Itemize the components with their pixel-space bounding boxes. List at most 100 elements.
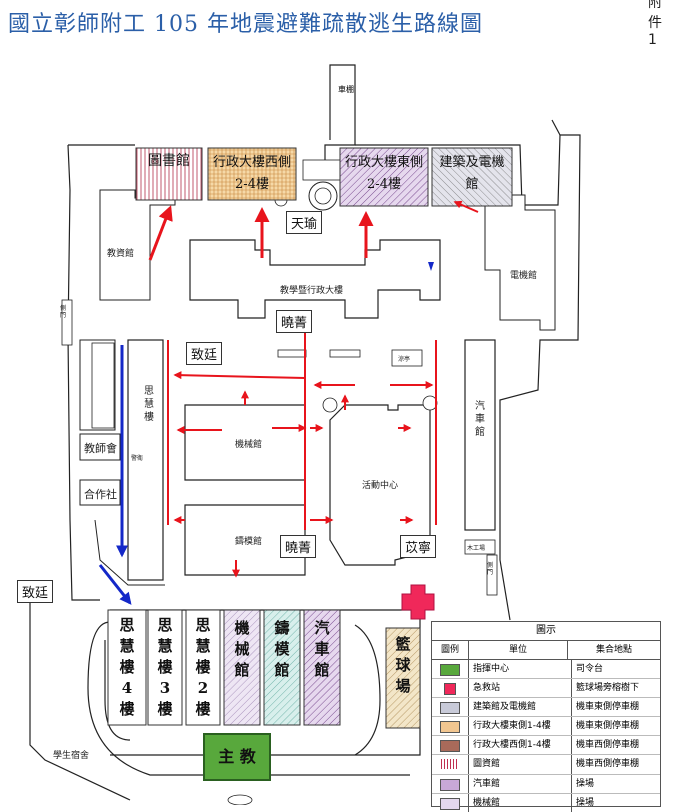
admin-east-label: 行政大樓東側 2-4樓 xyxy=(344,155,423,192)
first-aid-station xyxy=(401,584,435,620)
assembly-sihui4 xyxy=(107,609,147,726)
info-building xyxy=(99,189,176,301)
label-machine: 機械館 xyxy=(235,440,263,450)
label-sihui: 思慧樓 xyxy=(144,386,154,423)
legend-unit: 指揮中心 xyxy=(469,660,572,679)
route-h1 xyxy=(173,371,306,380)
legend-header-place: 集合地點 xyxy=(595,645,632,655)
assembly-basketball-label: 籃球場 xyxy=(395,635,411,695)
teaching-admin-building xyxy=(189,239,441,319)
legend-row: 行政大樓西側1-4樓 機車西側停車棚 xyxy=(432,736,660,756)
legend-place: 籃球場旁榕樹下 xyxy=(576,683,640,694)
callout-yining: 苡寧 xyxy=(400,535,437,558)
legend-row: 汽車館 操場 xyxy=(432,774,660,794)
legend-unit: 建築館及電機館 xyxy=(469,698,572,717)
label-auto: 汽車館 xyxy=(475,401,485,438)
legend-header-symbol: 圖例 xyxy=(432,641,469,659)
legend-swatch-gray xyxy=(440,702,460,715)
route-sihui-field xyxy=(98,564,132,605)
assembly-sihui2-label: 思慧樓2樓 xyxy=(195,616,211,718)
callout-zhiting-top: 致廷 xyxy=(186,342,223,365)
library-building xyxy=(135,147,203,201)
command-center-label: 主 教 xyxy=(218,747,256,766)
assembly-sihui2 xyxy=(185,609,221,726)
teacher-union-building xyxy=(79,433,121,461)
coop-building xyxy=(79,479,121,506)
assembly-machine-label: 機械館 xyxy=(234,619,250,679)
library-label: 圖書館 xyxy=(148,153,190,169)
casting-building xyxy=(184,504,306,576)
assembly-auto xyxy=(303,609,341,726)
woodshop xyxy=(464,539,496,555)
legend-place: 機車西側停車棚 xyxy=(576,759,640,770)
admin-west-building xyxy=(207,147,297,201)
legend-swatch-lavender xyxy=(440,797,460,810)
assembly-casting xyxy=(263,609,301,726)
label-coop: 合作社 xyxy=(84,488,117,501)
legend-swatch-brown xyxy=(440,740,460,753)
route-elec xyxy=(453,200,479,213)
legend-row: 圖資館 機車西側停車棚 xyxy=(432,755,660,775)
parking-shed-text: 車棚 xyxy=(338,84,354,94)
evacuation-routes-blue xyxy=(98,345,132,605)
label-guard: 警衛 xyxy=(131,455,144,462)
assembly-sihui3-label: 思慧樓3樓 xyxy=(157,616,173,718)
pavilion xyxy=(391,349,423,367)
legend-row: 指揮中心 司令台 xyxy=(432,660,660,680)
legend-row: 機械館 操場 xyxy=(432,793,660,812)
legend-place: 機車東側停車棚 xyxy=(576,721,640,732)
legend-row: 急救站 籃球場旁榕樹下 xyxy=(432,679,660,699)
side-gate-right xyxy=(486,554,498,596)
label-info-building: 教資館 xyxy=(107,249,135,259)
legend-swatch-orange xyxy=(440,721,460,734)
legend-unit: 汽車館 xyxy=(469,774,572,793)
arch-elec-building xyxy=(431,147,513,207)
legend-unit: 圖資館 xyxy=(469,755,572,774)
legend-unit: 行政大樓東側1-4樓 xyxy=(469,717,572,736)
sihui-building xyxy=(127,339,164,581)
legend-swatch-lines xyxy=(441,759,459,770)
legend-place: 操場 xyxy=(576,778,595,789)
electrical-building xyxy=(484,194,556,331)
legend-swatch-command xyxy=(440,664,460,676)
map-title: 國立彰師附工 105 年地震避難疏散逃生路線圖 xyxy=(8,12,483,37)
legend-swatch-aid xyxy=(444,683,456,696)
evacuation-routes-red xyxy=(148,205,374,261)
route-library xyxy=(148,205,173,261)
callout-tianyu: 天瑜 xyxy=(286,211,323,234)
legend-header-row: 圖例 單位 集合地點 xyxy=(432,641,660,660)
marker-triangle xyxy=(428,262,434,271)
attachment-mark: 附件 1 xyxy=(648,0,662,48)
legend-unit: 急救站 xyxy=(469,679,572,698)
legend-swatch-purple xyxy=(440,778,460,791)
label-side-gate: 側門 xyxy=(60,305,67,319)
label-dorm: 學生宿舍 xyxy=(53,751,90,761)
label-electrical: 電機館 xyxy=(510,271,538,281)
command-center xyxy=(203,733,271,781)
side-gate-left xyxy=(61,299,73,346)
legend-place: 機車西側停車棚 xyxy=(576,740,640,751)
legend-unit: 行政大樓西側1-4樓 xyxy=(469,736,572,755)
assembly-casting-label: 鑄模館 xyxy=(274,619,290,679)
label-casting: 鑄模館 xyxy=(235,537,263,547)
label-teacher-union: 教師會 xyxy=(84,442,117,455)
auto-building xyxy=(464,339,496,531)
assembly-auto-label: 汽車館 xyxy=(314,619,330,679)
label-woodshop: 木工場 xyxy=(467,545,486,552)
label-teaching-admin: 教學暨行政大樓 xyxy=(280,286,344,296)
label-pavilion: 涼亭 xyxy=(398,356,411,363)
admin-west-label: 行政大樓西側 2-4樓 xyxy=(212,155,291,192)
label-activity: 活動中心 xyxy=(362,481,399,491)
assembly-sihui4-label: 思慧樓4樓 xyxy=(119,616,135,718)
legend: 圖示 圖例 單位 集合地點 指揮中心 司令台 急救站 籃球場旁榕樹下 建築館及電… xyxy=(431,621,661,812)
callout-xiaojing-top: 曉菁 xyxy=(276,310,313,333)
legend-unit: 機械館 xyxy=(469,793,572,812)
legend-place: 機車東側停車棚 xyxy=(576,702,640,713)
legend-header-unit: 單位 xyxy=(469,641,568,659)
legend-place: 司令台 xyxy=(576,664,604,674)
assembly-basketball xyxy=(385,627,421,729)
callout-xiaojing-bottom: 曉菁 xyxy=(280,535,317,558)
legend-place: 操場 xyxy=(576,797,595,808)
legend-title: 圖示 xyxy=(432,622,660,641)
